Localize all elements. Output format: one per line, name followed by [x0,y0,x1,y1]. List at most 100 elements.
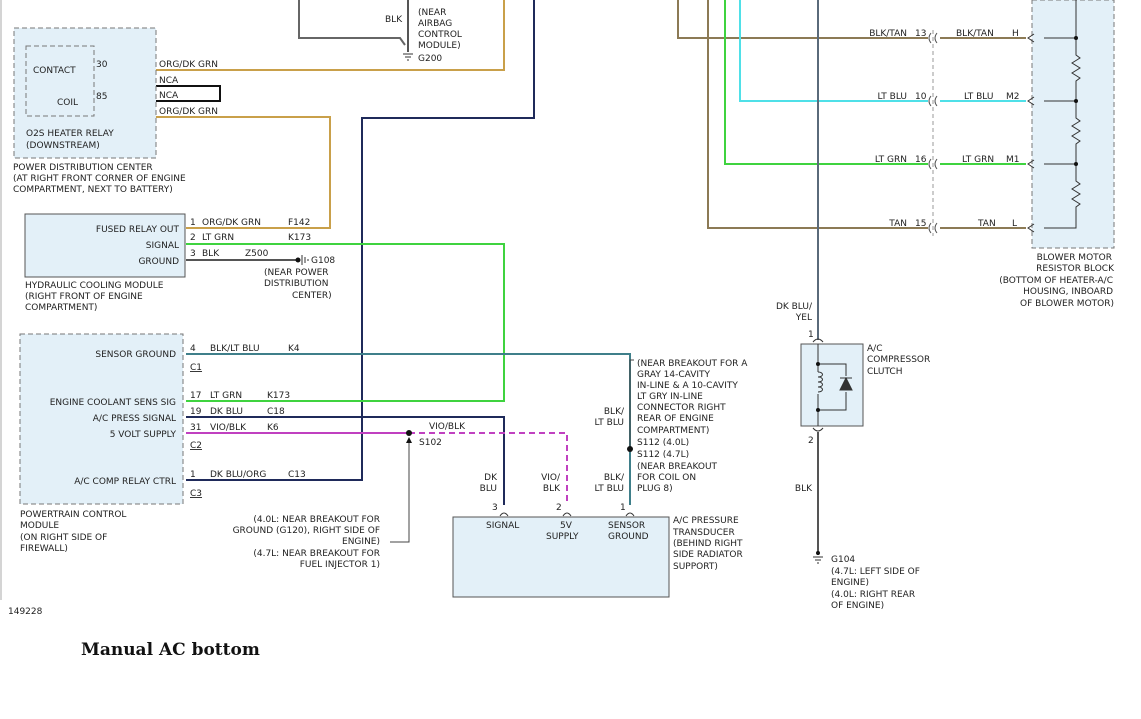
blower-row-pin: 15 [915,219,926,229]
figure-id: 149228 [8,607,43,617]
g200-name: G200 [418,54,442,64]
inline-connector-symbols [928,32,938,234]
pcm-w17: LT GRN [210,391,242,401]
hcm-n1: 1 [190,218,196,228]
clutch-label-3: CLUTCH [867,367,902,377]
pcm-w19: DK BLU [210,407,243,417]
wire-tan [707,0,928,229]
blower-row-pin: 13 [915,29,926,39]
g104-name: G104 [831,555,855,565]
g200-near-1: (NEAR [418,8,446,18]
g104-loc-2: ENGINE) [831,578,869,588]
s112-b3: (NEAR BREAKOUT [637,462,718,472]
blower-row-wire: LT BLU [878,92,907,102]
pcm-w4: BLK/LT BLU [210,344,260,354]
g200-near-2: AIRBAG [418,19,452,29]
transducer-pin-signal: SIGNAL [486,521,519,531]
s102-wire: VIO/BLK [429,422,466,432]
pcm-c31: K6 [267,423,279,433]
blower-label-5: OF BLOWER MOTOR) [1020,299,1114,309]
pdc-label-3: COMPARTMENT, NEXT TO BATTERY) [13,185,173,195]
s112-wire-1: BLK/ [604,407,625,417]
wire-vio-blk-dashed [409,432,568,505]
clutch-node-bottom [816,408,820,412]
pdc-label-2: (AT RIGHT FRONT CORNER OF ENGINE [13,174,186,184]
hcm-pin-ground: GROUND [138,257,179,267]
transducer-n1: 1 [620,503,626,513]
transducer-label-1: A/C PRESSURE [673,516,739,526]
wire-lt-grn-k173 [186,243,505,402]
g200-near-3: CONTROL [418,30,462,40]
wire-org-dk-grn-30 [94,0,505,71]
transducer-label-5: SUPPORT) [673,562,718,572]
hcm-c1: F142 [288,218,310,228]
g108-loc-1: (NEAR POWER [264,268,329,278]
pcm-conn-c3: C3 [190,489,202,499]
hcm-label-2: (RIGHT FRONT OF ENGINE [25,292,143,302]
o2s-pin-85: 85 [96,92,107,102]
blower-label-3: (BOTTOM OF HEATER-A/C [999,276,1113,286]
hcm-w1: ORG/DK GRN [202,218,261,228]
s112-a4: LT GRY IN-LINE [637,392,703,402]
blower-row-wire2: LT GRN [962,155,994,165]
blower-node-m1 [1074,162,1078,166]
caption: Manual AC bottom [81,640,260,660]
transducer-pin-sensor: SENSOR [608,521,645,531]
s102-note-4: (4.7L: NEAR BREAKOUT FOR [253,549,380,559]
wire-lt-grn-16 [724,0,928,165]
o2s-pin-30: 30 [96,60,108,70]
pcm-conn-c2: C2 [190,441,202,451]
pcm-c1: C13 [288,470,306,480]
pcm-n31: 31 [190,423,201,433]
pcm-pin-accr: A/C COMP RELAY CTRL [74,477,176,487]
transducer-n3: 3 [492,503,498,513]
blower-row-0: BLK/TAN 13 BLK/TAN H [869,29,1019,39]
transducer-pin-supply: SUPPLY [546,532,579,542]
hcm-label-3: COMPARTMENT) [25,303,97,313]
blower-row-wire2: TAN [977,219,996,229]
s112-a1: (NEAR BREAKOUT FOR A [637,359,748,369]
o2s-wire-org-dk-grn-1: ORG/DK GRN [159,60,218,70]
blower-node-m2 [1074,99,1078,103]
g200-blk: BLK [385,15,403,25]
pcm-c19: C18 [267,407,285,417]
hcm-pin-fused-relay-out: FUSED RELAY OUT [96,225,180,235]
blower-row-wire: TAN [888,219,907,229]
pcm-conn-c1: C1 [190,363,202,373]
blower-row-term: M2 [1006,92,1020,102]
blower-node-h [1074,36,1078,40]
ground-symbol-g200 [403,53,413,61]
pcm-pin-sensor-ground: SENSOR GROUND [95,350,176,360]
hcm-c3: Z500 [245,249,269,259]
blower-row-pin: 16 [915,155,927,165]
s112-splice [627,446,633,452]
blower-row-1: LT BLU 10 LT BLU M2 [878,92,1020,102]
pcm-w1: DK BLU/ORG [210,470,266,480]
o2s-nca-2: NCA [159,91,179,101]
blower-row-term: L [1012,219,1017,229]
g108-loc-2: DISTRIBUTION [264,279,328,289]
pcm-pin-5v: 5 VOLT SUPPLY [110,430,177,440]
s102-note-1: (4.0L: NEAR BREAKOUT FOR [253,515,380,525]
o2s-relay-box [25,45,95,117]
s112-b4: FOR COIL ON [637,473,696,483]
pcm-label-4: FIREWALL) [20,544,68,554]
transducer-pin-ticks [499,512,635,517]
g108-loc-3: CENTER) [292,291,332,301]
s112-b1: S112 (4.0L) [637,438,689,448]
transducer-w1a: BLK/ [604,473,625,483]
pdc-label-1: POWER DISTRIBUTION CENTER [13,163,153,173]
clutch-node-top [816,362,820,366]
transducer-w3a: DK [484,473,498,483]
wire-dk-blu-c18 [186,416,505,505]
s112-a5: CONNECTOR RIGHT [637,403,726,413]
transducer-pin-5v: 5V [560,521,573,531]
blower-row-term: H [1012,29,1019,39]
pcm-pin-acp: A/C PRESS SIGNAL [93,414,176,424]
o2s-relay-name-2: (DOWNSTREAM) [26,141,100,151]
transducer-label-4: SIDE RADIATOR [673,550,743,560]
wire-blk-tan [677,0,928,39]
g104-loc-3: (4.0L: RIGHT REAR [831,590,915,600]
wire-dk-blu-c13 [186,0,535,481]
